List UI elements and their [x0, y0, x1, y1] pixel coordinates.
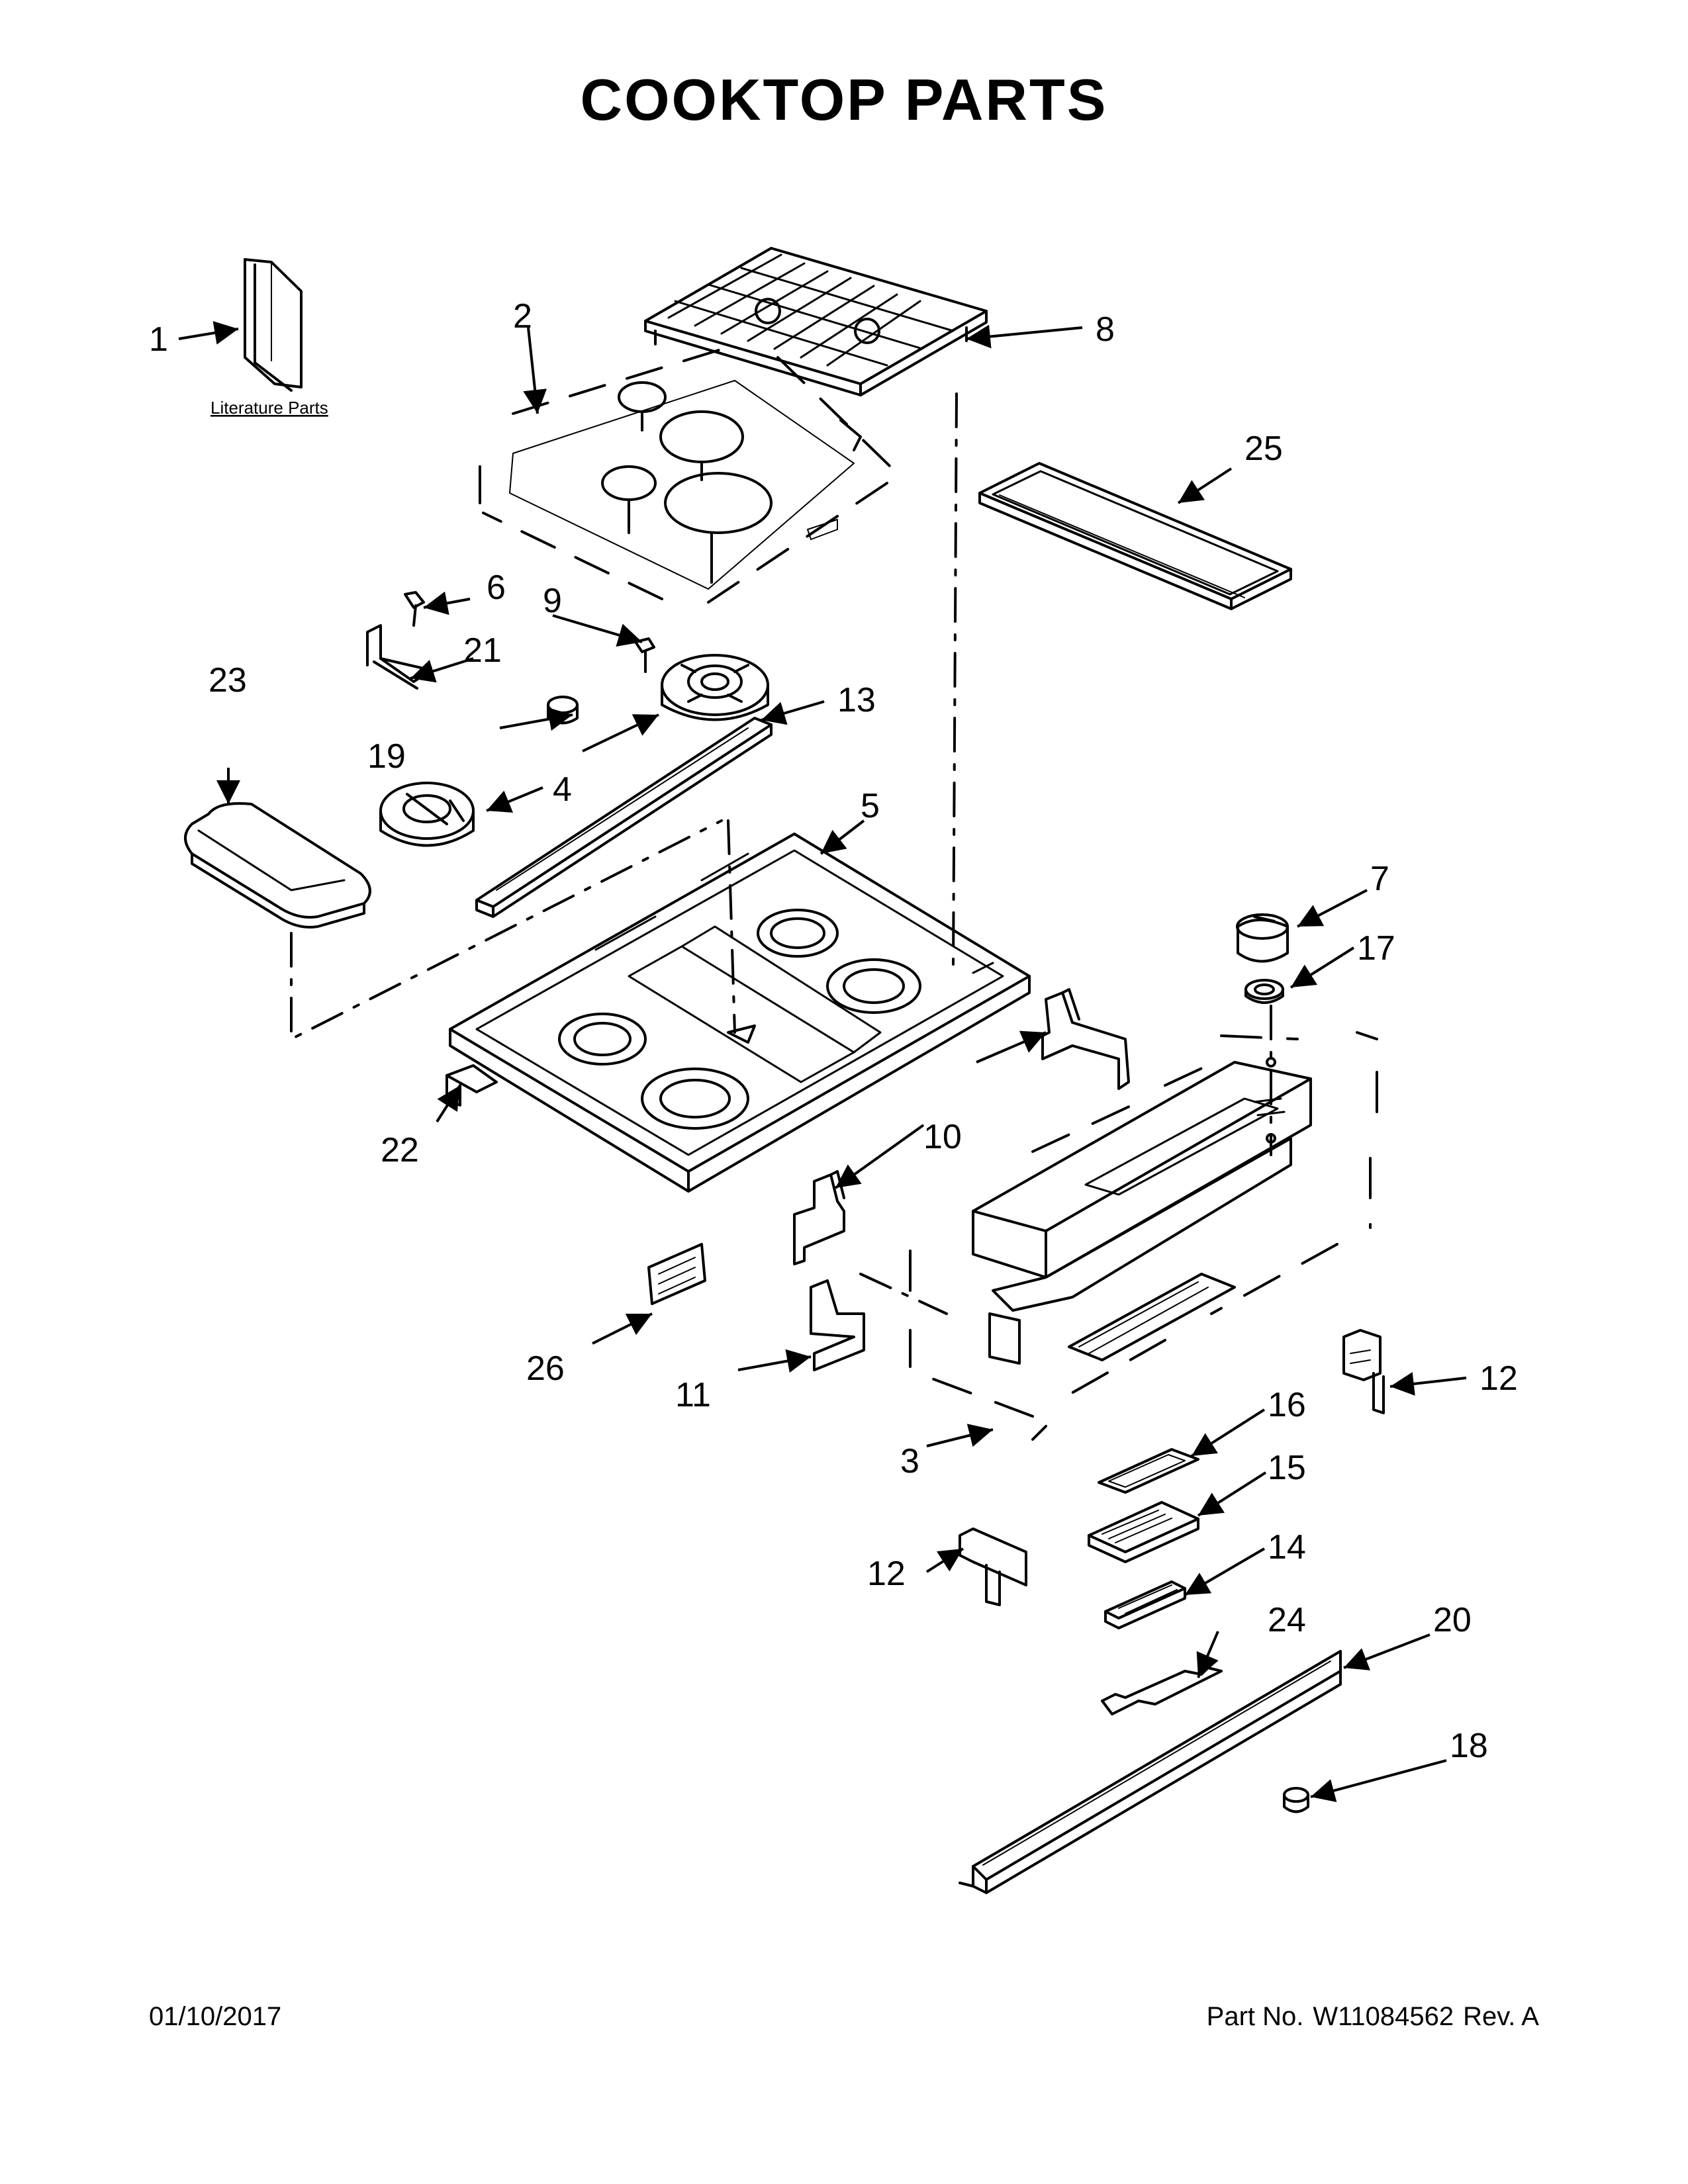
housing-part-15 — [1088, 1501, 1199, 1563]
callout-9: 9 — [543, 582, 562, 620]
burner-base-part-4 — [379, 782, 475, 847]
footer-revision: Rev. A — [1463, 2002, 1539, 2031]
callout-7: 7 — [1370, 860, 1389, 898]
callout-14: 14 — [1268, 1528, 1306, 1567]
callout-12b: 12 — [867, 1555, 906, 1593]
bracket-part-10b — [793, 1170, 845, 1265]
rail-part-20 — [959, 1650, 1342, 1894]
callout-22: 22 — [381, 1131, 419, 1169]
callout-4: 4 — [553, 770, 572, 809]
bracket-part-10a — [1041, 988, 1130, 1090]
control-panel-part-3 — [909, 1031, 1378, 1441]
callout-17: 17 — [1357, 929, 1395, 968]
glass-cooktop-part — [479, 343, 892, 604]
callout-23: 23 — [209, 661, 247, 700]
label-part-26 — [647, 1243, 706, 1305]
callout-2: 2 — [513, 297, 532, 336]
leader-arrows — [178, 321, 1467, 1803]
bracket-part-22 — [445, 1064, 498, 1107]
callout-16: 16 — [1268, 1386, 1306, 1424]
griddle-tray-part — [978, 462, 1292, 610]
end-cap-part-12a — [1342, 1329, 1385, 1414]
callout-10: 10 — [923, 1118, 962, 1156]
gasket-part-16 — [1098, 1448, 1199, 1494]
callout-11: 11 — [675, 1376, 711, 1414]
callout-13: 13 — [837, 681, 876, 719]
screw-part-9 — [634, 637, 655, 673]
literature-book-part — [244, 258, 303, 392]
grid-part-14 — [1104, 1580, 1186, 1629]
footer-part-number: W11084562 — [1313, 2002, 1454, 2031]
plate-part-24 — [1101, 1666, 1223, 1715]
end-cap-part-12b — [959, 1527, 1027, 1606]
bracket-part-11 — [810, 1279, 865, 1371]
footer-part-label: Part No. — [1206, 2002, 1304, 2031]
literature-label: Literature Parts — [211, 398, 328, 418]
callout-15: 15 — [1268, 1449, 1306, 1487]
bracket-part-21 — [366, 624, 425, 690]
callout-6: 6 — [487, 569, 506, 607]
alignment-lines — [290, 392, 1272, 1315]
burner-part-13 — [661, 654, 769, 721]
footer-part-info: Part No. W11084562 Rev. A — [1197, 2002, 1539, 2032]
callout-24: 24 — [1268, 1601, 1306, 1639]
callout-12a: 12 — [1479, 1359, 1518, 1398]
callout-8: 8 — [1096, 310, 1115, 349]
screw-part-6 — [404, 591, 425, 627]
knob-part-18 — [1283, 1787, 1309, 1813]
callout-5: 5 — [861, 787, 880, 825]
callout-18: 18 — [1450, 1727, 1488, 1765]
callout-19: 19 — [367, 737, 406, 776]
grate-part — [644, 247, 988, 451]
knob-part-7 — [1236, 913, 1289, 963]
callout-21: 21 — [463, 631, 502, 670]
callout-26: 26 — [526, 1349, 565, 1388]
callout-20: 20 — [1433, 1601, 1472, 1639]
bezel-part-17 — [1244, 979, 1284, 1004]
page-title: COOKTOP PARTS — [580, 67, 1108, 132]
callout-3: 3 — [900, 1442, 919, 1480]
callout-1: 1 — [149, 320, 168, 359]
griddle-cover-part — [184, 802, 371, 929]
cooktop-base-part-5 — [449, 833, 1031, 1193]
callout-numbers: 1 Literature Parts 2 3 4 5 6 7 8 9 10 11… — [149, 297, 1518, 1765]
footer-date: 01/10/2017 — [149, 2002, 282, 2031]
callout-25: 25 — [1244, 430, 1283, 468]
